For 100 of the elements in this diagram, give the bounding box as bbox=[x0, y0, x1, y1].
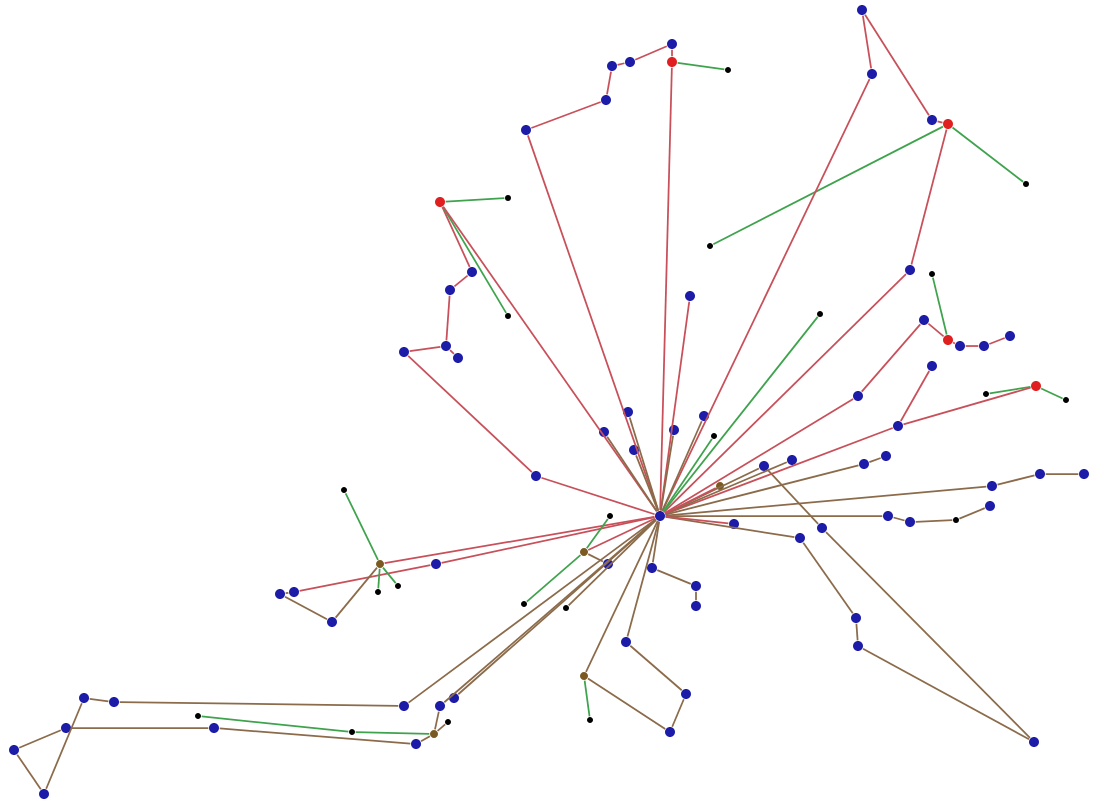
edge-line bbox=[767, 469, 819, 525]
edge-line bbox=[383, 516, 656, 565]
graph-node bbox=[711, 433, 717, 439]
edge-line bbox=[932, 276, 948, 336]
graph-node bbox=[79, 693, 89, 703]
graph-node bbox=[441, 341, 451, 351]
graph-node bbox=[905, 265, 915, 275]
edge-line bbox=[629, 644, 683, 692]
edge-line bbox=[892, 516, 906, 522]
edge-line bbox=[218, 727, 412, 745]
edge-line bbox=[606, 70, 612, 96]
edge-line bbox=[354, 731, 431, 735]
edge-line bbox=[420, 735, 431, 743]
edge-line bbox=[659, 300, 691, 512]
edge-line bbox=[616, 62, 626, 66]
edge-line bbox=[284, 595, 328, 621]
graph-node bbox=[943, 335, 953, 345]
edge-line bbox=[70, 727, 210, 729]
edge-line bbox=[671, 698, 685, 728]
graph-node bbox=[881, 451, 891, 461]
graph-node bbox=[707, 243, 713, 249]
edge-line bbox=[444, 197, 506, 203]
graph-node bbox=[685, 291, 695, 301]
graph-node bbox=[435, 701, 445, 711]
graph-node bbox=[867, 69, 877, 79]
edge-line bbox=[656, 569, 692, 585]
graph-node bbox=[1005, 331, 1015, 341]
edge-line bbox=[408, 345, 442, 353]
edge-line bbox=[712, 125, 944, 246]
edge-line bbox=[855, 622, 859, 642]
graph-node bbox=[699, 411, 709, 421]
edge-line bbox=[662, 316, 819, 513]
edge-line bbox=[664, 461, 788, 515]
edge-line bbox=[334, 566, 378, 619]
edge-line bbox=[284, 591, 290, 595]
edge-line bbox=[200, 715, 350, 733]
graph-node bbox=[621, 637, 631, 647]
edge-line bbox=[407, 355, 533, 473]
edge-line bbox=[587, 677, 667, 730]
graph-node bbox=[411, 739, 421, 749]
edge-line bbox=[868, 457, 882, 463]
graph-node bbox=[505, 313, 511, 319]
edge-line bbox=[449, 349, 455, 355]
edge-line bbox=[664, 487, 717, 515]
edge-line bbox=[664, 398, 854, 514]
edge-line bbox=[662, 438, 713, 513]
edge-line bbox=[442, 205, 658, 513]
graph-node bbox=[853, 641, 863, 651]
edge-line bbox=[434, 710, 440, 731]
graph-node bbox=[623, 407, 633, 417]
graph-node bbox=[580, 672, 588, 680]
graph-node bbox=[587, 717, 593, 723]
edge-line bbox=[583, 679, 591, 718]
edge-line bbox=[442, 206, 507, 314]
edge-line bbox=[45, 702, 83, 790]
graph-node bbox=[857, 5, 867, 15]
graph-node bbox=[927, 361, 937, 371]
graph-node bbox=[521, 601, 527, 607]
edge-line bbox=[635, 454, 659, 512]
graph-node bbox=[195, 713, 201, 719]
edge-line bbox=[964, 345, 980, 347]
graph-node bbox=[39, 789, 49, 799]
edge-line bbox=[952, 341, 956, 345]
edge-line bbox=[540, 476, 656, 516]
graph-node bbox=[430, 730, 438, 738]
edge-line bbox=[659, 66, 673, 512]
graph-node bbox=[681, 689, 691, 699]
graph-node bbox=[985, 501, 995, 511]
graph-node bbox=[395, 583, 401, 589]
edge-line bbox=[825, 531, 1031, 739]
edge-line bbox=[298, 564, 432, 592]
graph-node bbox=[607, 61, 617, 71]
graph-node bbox=[521, 125, 531, 135]
graph-node bbox=[625, 57, 635, 67]
edge-line bbox=[864, 13, 930, 117]
graph-node bbox=[341, 487, 347, 493]
graph-node bbox=[691, 601, 701, 611]
graph-node bbox=[376, 560, 384, 568]
edge-line bbox=[530, 101, 602, 129]
edge-line bbox=[445, 294, 451, 342]
edge-line bbox=[664, 515, 730, 525]
edge-line bbox=[663, 273, 907, 513]
graph-node bbox=[955, 341, 965, 351]
edge-line bbox=[606, 435, 658, 513]
graph-node bbox=[983, 391, 989, 397]
graph-node bbox=[327, 617, 337, 627]
edge-line bbox=[958, 507, 986, 520]
edge-line bbox=[382, 566, 397, 585]
graph-node bbox=[883, 511, 893, 521]
graph-node bbox=[1063, 397, 1069, 403]
edge-line bbox=[902, 386, 1032, 426]
graph-node bbox=[1023, 181, 1029, 187]
graph-node bbox=[563, 605, 569, 611]
edge-line bbox=[664, 516, 796, 538]
edge-line bbox=[377, 567, 381, 590]
edge-line bbox=[453, 274, 469, 288]
edge-line bbox=[652, 520, 660, 564]
edge-line bbox=[899, 370, 931, 422]
graph-node bbox=[853, 391, 863, 401]
graph-node bbox=[599, 427, 609, 437]
